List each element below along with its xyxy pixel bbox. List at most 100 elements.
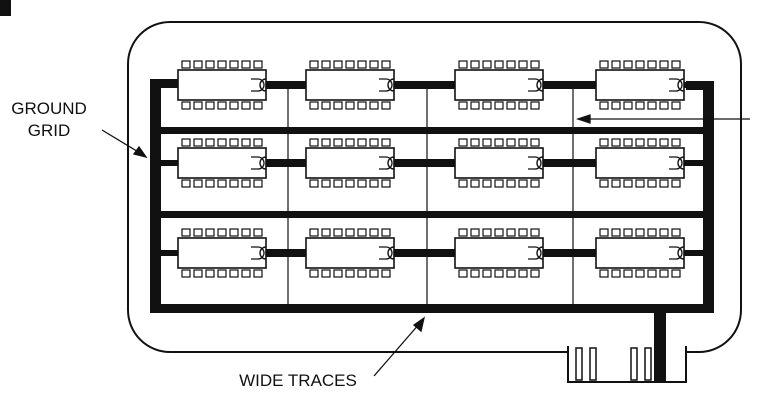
ic-pin xyxy=(530,101,540,110)
ic-pin xyxy=(181,179,191,188)
ic-pin xyxy=(659,228,669,237)
ic-pin xyxy=(530,179,540,188)
ic-chip xyxy=(177,60,267,110)
ic-pin xyxy=(506,179,516,188)
ic-notch xyxy=(259,156,267,170)
wide-trace xyxy=(161,82,178,88)
ic-pin xyxy=(518,179,528,188)
ic-pin xyxy=(611,101,621,110)
ic-pin xyxy=(659,101,669,110)
ic-pin xyxy=(217,269,227,278)
ic-pin xyxy=(635,179,645,188)
ic-notch xyxy=(677,156,685,170)
ic-pin xyxy=(623,179,633,188)
ic-pin xyxy=(458,138,468,147)
ic-pin xyxy=(345,269,355,278)
ic-orientation-mark xyxy=(379,246,393,260)
ic-chip xyxy=(454,228,544,278)
ic-pin xyxy=(494,228,504,237)
ic-pin xyxy=(482,138,492,147)
ic-pin xyxy=(458,269,468,278)
ic-notch xyxy=(259,78,267,92)
ic-pin xyxy=(458,179,468,188)
ic-chip xyxy=(595,138,685,188)
ic-pin xyxy=(494,138,504,147)
ic-pin xyxy=(506,60,516,69)
ic-pin xyxy=(357,138,367,147)
ic-pin xyxy=(381,138,391,147)
ic-body xyxy=(454,237,544,269)
ic-pin xyxy=(345,60,355,69)
ic-pin xyxy=(482,269,492,278)
ic-pin xyxy=(518,138,528,147)
ic-orientation-mark xyxy=(251,78,265,92)
ic-body xyxy=(595,147,685,179)
ic-pin xyxy=(181,138,191,147)
ic-pin xyxy=(205,138,215,147)
ic-orientation-mark xyxy=(379,78,393,92)
ic-pin xyxy=(345,179,355,188)
ic-pin xyxy=(599,101,609,110)
ic-pin xyxy=(381,269,391,278)
ic-pin xyxy=(659,138,669,147)
ic-pin xyxy=(309,60,319,69)
ic-pin xyxy=(518,60,528,69)
ic-pin xyxy=(205,101,215,110)
ic-pin xyxy=(611,269,621,278)
wide-traces-label: WIDE TRACES xyxy=(239,371,357,390)
ic-pin xyxy=(611,60,621,69)
ic-pin xyxy=(229,228,239,237)
ic-notch xyxy=(387,156,395,170)
ic-notch xyxy=(387,78,395,92)
ic-pin xyxy=(193,269,203,278)
ic-pin xyxy=(369,60,379,69)
ic-pin xyxy=(518,269,528,278)
ic-pin xyxy=(253,269,263,278)
ic-pin xyxy=(494,269,504,278)
ic-pin xyxy=(482,101,492,110)
ic-notch xyxy=(677,78,685,92)
ic-orientation-mark xyxy=(669,78,683,92)
ic-pin xyxy=(647,138,657,147)
ic-pin xyxy=(333,101,343,110)
ic-pin xyxy=(253,179,263,188)
ic-pin xyxy=(181,269,191,278)
ic-pin xyxy=(205,179,215,188)
ic-pin xyxy=(241,269,251,278)
ic-pin xyxy=(241,101,251,110)
ic-orientation-mark xyxy=(528,246,542,260)
ic-body xyxy=(305,237,395,269)
ic-pin xyxy=(357,101,367,110)
ic-orientation-mark xyxy=(251,246,265,260)
ic-pin xyxy=(241,179,251,188)
ic-pin xyxy=(623,60,633,69)
ic-pin xyxy=(635,60,645,69)
wide-trace xyxy=(543,159,596,167)
ic-pin xyxy=(647,60,657,69)
ic-pin xyxy=(229,138,239,147)
ic-body xyxy=(177,147,267,179)
ic-pin xyxy=(253,228,263,237)
ic-pin xyxy=(381,101,391,110)
ic-pin xyxy=(599,269,609,278)
ic-pin xyxy=(193,179,203,188)
ic-pin xyxy=(229,60,239,69)
ic-pin xyxy=(309,138,319,147)
ic-body xyxy=(177,69,267,101)
ic-pin xyxy=(345,228,355,237)
ic-pin xyxy=(647,101,657,110)
chip-array xyxy=(161,60,703,278)
ic-pin xyxy=(321,60,331,69)
ic-body xyxy=(305,69,395,101)
ic-pin xyxy=(506,138,516,147)
ic-pin xyxy=(333,179,343,188)
ic-pin xyxy=(659,179,669,188)
ic-pin xyxy=(333,228,343,237)
ic-pin xyxy=(671,179,681,188)
ic-pin xyxy=(599,60,609,69)
ic-pin xyxy=(470,269,480,278)
ic-chip xyxy=(595,228,685,278)
ic-pin xyxy=(381,60,391,69)
ic-pin xyxy=(181,101,191,110)
ic-orientation-mark xyxy=(528,78,542,92)
